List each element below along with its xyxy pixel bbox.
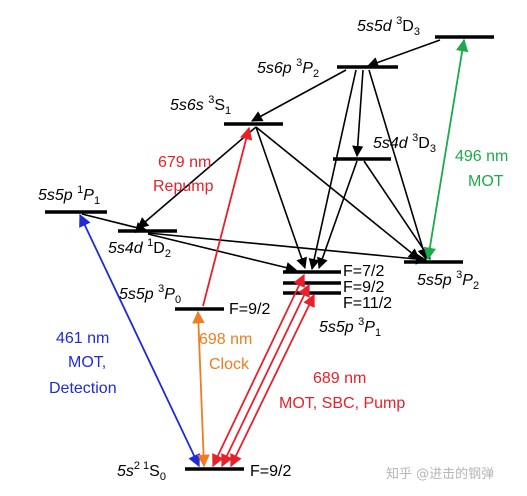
decay-5s6s-to-5s4d-1D2 <box>137 126 257 229</box>
arrow-461nm-mot-detection <box>79 213 200 468</box>
label-5s6s-3S1: 5s6s 3S1 <box>170 94 231 117</box>
decay-5s6p-to-5s6s <box>251 69 347 122</box>
label-689nm: 689 nm <box>313 370 366 387</box>
label-496nm: 496 nm <box>455 148 508 165</box>
decay-5s6p-to-5s5p-3P2 <box>368 69 429 261</box>
label-5s4d-3D3: 5s4d 3D3 <box>373 132 436 155</box>
label-5s5d-3D3: 5s5d 3D3 <box>357 15 420 38</box>
label-3P1-F11-2: F=11/2 <box>343 295 392 312</box>
arrow-698nm-clock <box>192 310 210 468</box>
arrow-679nm-repump <box>202 126 253 307</box>
decay-5s6s-to-5s5p-3P1 <box>255 126 307 270</box>
label-3P0-hyperfine: F=9/2 <box>229 301 270 318</box>
label-mot-461: MOT, <box>68 354 106 371</box>
label-repump: Repump <box>153 178 214 195</box>
label-461nm: 461 nm <box>56 330 109 347</box>
label-5s5p-3P1: 5s5p 3P1 <box>319 316 381 339</box>
decay-5s4d-3D3-to-5s5p-3P2 <box>363 160 431 260</box>
label-679nm: 679 nm <box>158 154 211 171</box>
watermark: 知乎 @进击的钢弹 <box>386 466 494 482</box>
decay-5s5p-1P1-to-5s4d-1D2 <box>81 213 148 233</box>
arrow-496nm-mot <box>423 38 469 261</box>
decay-5s6p-to-5s5p-3P1 <box>308 69 357 271</box>
label-698nm: 698 nm <box>199 331 252 348</box>
label-3P1-F9-2: F=9/2 <box>343 279 384 296</box>
decay-5s5d-to-5s6p <box>366 39 441 68</box>
label-689-purpose: MOT, SBC, Pump <box>279 395 405 412</box>
label-5s5p-3P2: 5s5p 3P2 <box>417 269 479 292</box>
label-clock: Clock <box>209 356 250 373</box>
decay-5s4d-1D2-to-5s5p-3P2 <box>147 232 428 265</box>
label-mot-496: MOT <box>468 173 504 190</box>
label-detection: Detection <box>49 380 117 397</box>
decay-5s6s-to-5s5p-3P2 <box>255 126 420 260</box>
label-5s5p-3P0: 5s5p 3P0 <box>119 283 181 306</box>
label-ground-hyperfine: F=9/2 <box>250 463 291 480</box>
decay-5s6p-to-5s4d-3D3 <box>352 69 364 158</box>
label-5s5p-1P1: 5s5p 1P1 <box>38 184 100 207</box>
label-5s4d-1D2: 5s4d 1D2 <box>108 237 171 260</box>
arrows-689nm <box>212 273 315 468</box>
label-3P1-F7-2: F=7/2 <box>343 263 384 280</box>
arrow-689nm-to-F11-2 <box>230 293 315 468</box>
label-5s6p-3P2: 5s6p 3P2 <box>257 57 319 80</box>
